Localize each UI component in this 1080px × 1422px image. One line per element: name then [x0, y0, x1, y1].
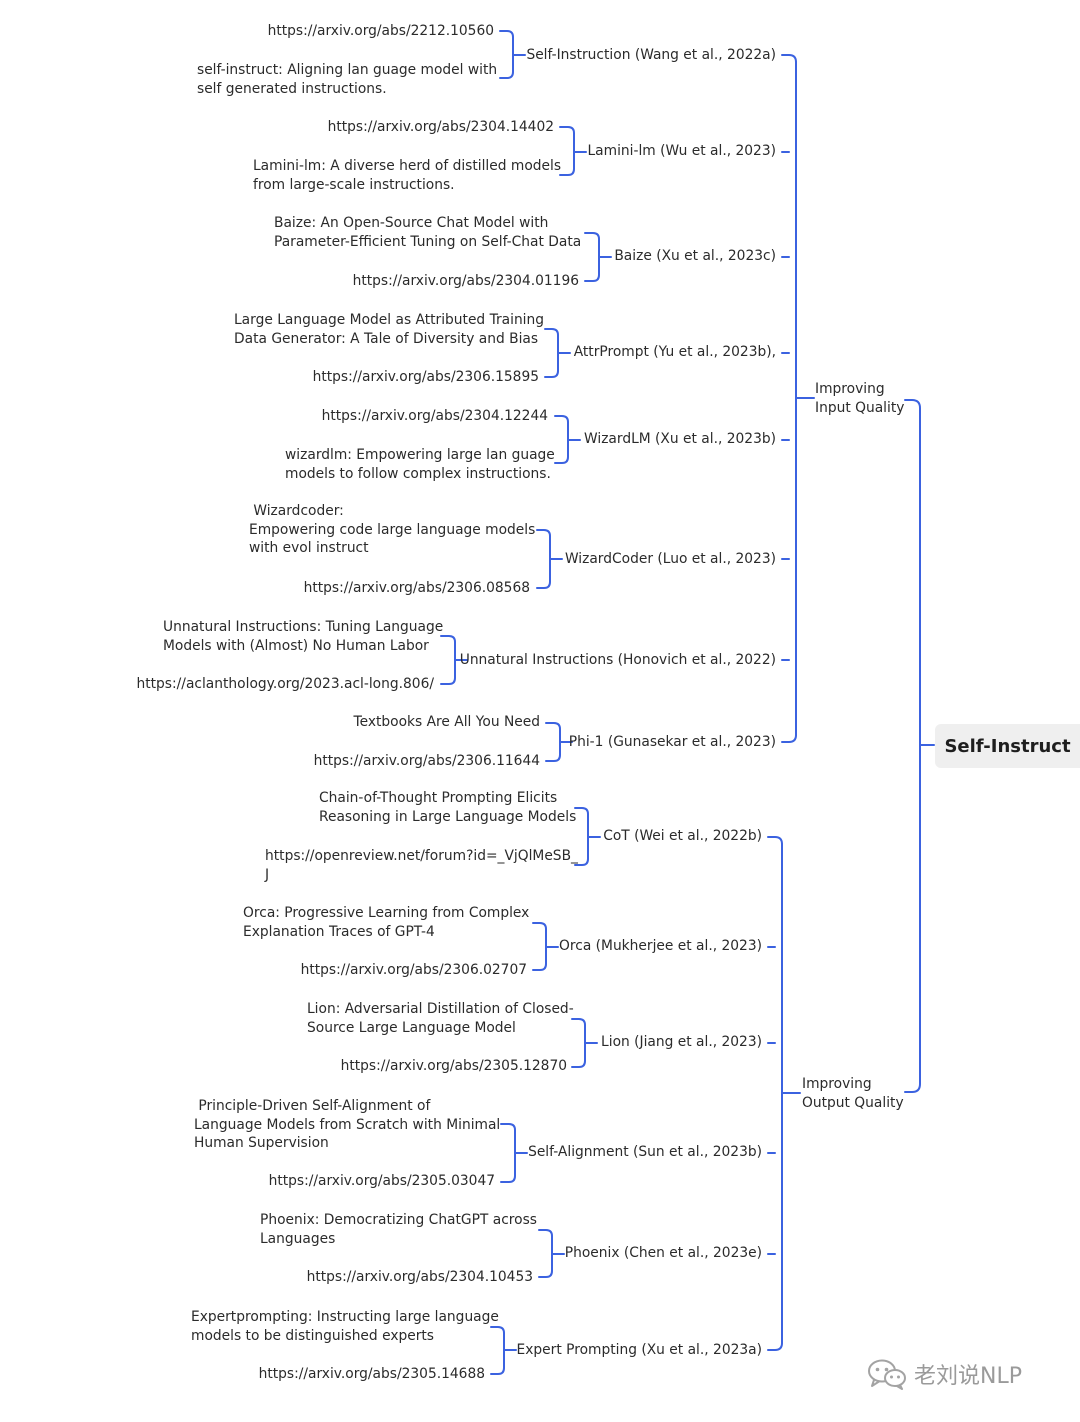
bracket-out-2	[571, 1018, 586, 1068]
method-node[interactable]: Phoenix (Chen et al., 2023e)	[564, 1245, 762, 1261]
method-node[interactable]: Baize (Xu et al., 2023c)	[614, 248, 776, 264]
method-node[interactable]: AttrPrompt (Yu et al., 2023b),	[573, 344, 776, 360]
method-node[interactable]: Lion (Jiang et al., 2023)	[601, 1034, 762, 1050]
paper-link[interactable]: https://aclanthology.org/2023.acl-long.8…	[136, 676, 434, 692]
branch-improving-input-quality[interactable]: Improving Input Quality	[815, 381, 905, 416]
paper-link[interactable]: https://arxiv.org/abs/2306.11644	[313, 753, 540, 769]
paper-link[interactable]: https://arxiv.org/abs/2305.03047	[268, 1173, 495, 1189]
method-node[interactable]: Unnatural Instructions (Honovich et al.,…	[459, 652, 776, 668]
bracket-in-1	[559, 126, 575, 176]
method-node[interactable]: Orca (Mukherjee et al., 2023)	[559, 938, 762, 954]
bracket-in-0	[499, 30, 514, 79]
paper-title: Orca: Progressive Learning from Complex …	[243, 905, 530, 940]
paper-title: Wizardcoder: Empowering code large langu…	[249, 503, 536, 556]
paper-link[interactable]: https://arxiv.org/abs/2304.01196	[352, 273, 579, 289]
input-quality-tick-0	[781, 54, 797, 63]
paper-link[interactable]: https://arxiv.org/abs/2305.12870	[340, 1058, 567, 1074]
bracket-in-3	[544, 328, 559, 378]
paper-title: Chain-of-Thought Prompting Elicits Reaso…	[319, 790, 577, 825]
bracket-in-7	[545, 722, 561, 762]
root-node[interactable]: Self-Instruct	[935, 724, 1080, 768]
method-node[interactable]: Self-Alignment (Sun et al., 2023b)	[528, 1144, 762, 1160]
paper-title: Lion: Adversarial Distillation of Closed…	[307, 1001, 574, 1036]
paper-link[interactable]: https://arxiv.org/abs/2212.10560	[267, 23, 494, 39]
paper-title: Lamini-lm: A diverse herd of distilled m…	[253, 158, 562, 193]
bracket-in-5	[536, 529, 551, 589]
method-node[interactable]: WizardCoder (Luo et al., 2023)	[564, 551, 776, 567]
watermark-text: 老刘说NLP	[914, 1364, 1022, 1389]
output-quality-tick-0	[767, 836, 783, 845]
paper-link[interactable]: https://arxiv.org/abs/2306.15895	[312, 369, 539, 385]
branch-improving-output-quality[interactable]: Improving Output Quality	[802, 1076, 904, 1111]
input-quality-tick-7	[781, 734, 797, 743]
watermark: 老刘说NLP	[866, 1356, 1022, 1392]
paper-link[interactable]: https://arxiv.org/abs/2304.12244	[321, 408, 548, 424]
bracket-in-2	[584, 232, 600, 282]
paper-link[interactable]: https://arxiv.org/abs/2306.02707	[300, 962, 527, 978]
paper-link[interactable]: https://openreview.net/forum?id=_VjQlMeS…	[265, 848, 578, 883]
method-node[interactable]: Phi-1 (Gunasekar et al., 2023)	[568, 734, 776, 750]
method-node[interactable]: Expert Prompting (Xu et al., 2023a)	[516, 1342, 762, 1358]
bracket-out-3	[500, 1123, 516, 1183]
paper-title: Phoenix: Democratizing ChatGPT across La…	[260, 1212, 537, 1247]
paper-link[interactable]: https://arxiv.org/abs/2304.10453	[306, 1269, 533, 1285]
paper-link[interactable]: https://arxiv.org/abs/2304.14402	[327, 119, 554, 135]
paper-link[interactable]: https://arxiv.org/abs/2306.08568	[303, 580, 530, 596]
paper-title: Unnatural Instructions: Tuning Language …	[163, 619, 444, 654]
output-quality-tick-5	[767, 1342, 783, 1351]
bracket-out-1	[532, 922, 547, 971]
wechat-icon	[868, 1359, 906, 1390]
method-node[interactable]: WizardLM (Xu et al., 2023b)	[584, 431, 776, 447]
method-node[interactable]: Self-Instruction (Wang et al., 2022a)	[526, 47, 776, 63]
paper-title: Principle-Driven Self-Alignment of Langu…	[194, 1098, 501, 1151]
paper-title: self-instruct: Aligning lan guage model …	[197, 62, 498, 97]
bracket-in-4	[554, 415, 569, 464]
paper-title: Baize: An Open-Source Chat Model with Pa…	[274, 215, 582, 250]
paper-title: Large Language Model as Attributed Train…	[234, 312, 545, 347]
paper-title: wizardlm: Empowering large lan guage mod…	[285, 447, 555, 482]
paper-title: Expertprompting: Instructing large langu…	[191, 1309, 499, 1344]
bracket-out-4	[538, 1229, 553, 1278]
method-node[interactable]: Lamini-lm (Wu et al., 2023)	[587, 143, 776, 159]
paper-title: Textbooks Are All You Need	[353, 714, 541, 730]
root-spine	[904, 399, 921, 1093]
method-node[interactable]: CoT (Wei et al., 2022b)	[603, 828, 762, 844]
paper-link[interactable]: https://arxiv.org/abs/2305.14688	[258, 1366, 485, 1382]
